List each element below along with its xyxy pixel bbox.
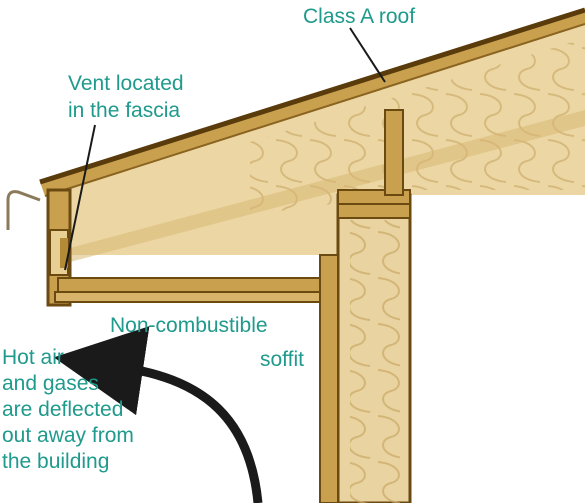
gutter: [6, 190, 41, 230]
hot-air-line-2: and gases: [2, 372, 99, 395]
hot-air-line-1: Hot air: [2, 346, 64, 369]
roof-surface: [39, 7, 585, 185]
wall-sheathing: [319, 254, 339, 503]
vent-label: Vent located in the fascia: [68, 70, 184, 124]
vent-leader-line: [64, 124, 96, 271]
soffit-label-line-2: soffit: [260, 348, 304, 371]
roof-deck: [40, 10, 585, 196]
ceiling-joist: [70, 110, 585, 262]
non-combustible-soffit: [54, 291, 331, 303]
hot-air-line-4: out away from: [2, 424, 134, 447]
deflection-arrow: [53, 326, 263, 503]
hot-air-line-3: are deflected: [2, 398, 124, 421]
vent-label-line-1: Vent located: [68, 72, 184, 95]
attic-insulation: [250, 38, 585, 215]
hot-air-line-5: the building: [2, 450, 110, 473]
soffit-label-line-1: Non-combustible: [110, 314, 268, 337]
wall-insulation: [350, 220, 400, 503]
vent-label-line-2: in the fascia: [68, 99, 181, 122]
interior-stud: [384, 109, 404, 196]
roof-leader-line: [349, 27, 386, 83]
hot-air-label: Hot air and gases are deflected out away…: [2, 345, 134, 475]
roof-label: Class A roof: [303, 5, 416, 28]
